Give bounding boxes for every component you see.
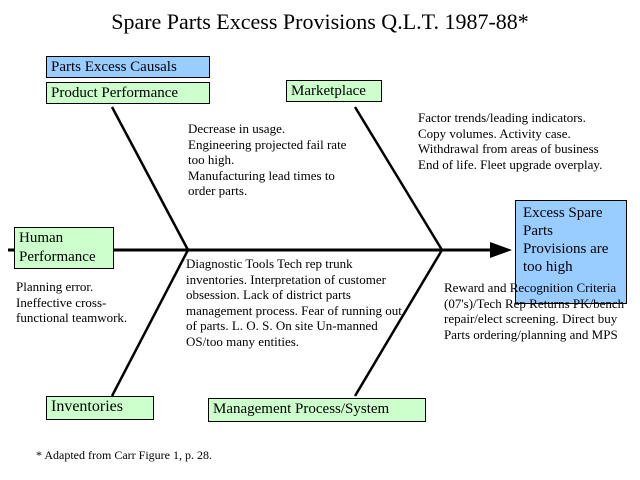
spine-arrowhead: [490, 242, 512, 258]
causes-human-performance: Planning error. Ineffective cross-functi…: [16, 279, 128, 325]
effect-box: Excess Spare Parts Provisions are too hi…: [515, 200, 627, 304]
category-inventories: Inventories: [46, 396, 154, 420]
category-management-process: Management Process/System: [208, 398, 426, 422]
bone-management-process: [353, 249, 444, 397]
header-box-parts-excess-causals: Parts Excess Causals: [46, 56, 210, 78]
diagram-title: Spare Parts Excess Provisions Q.L.T. 198…: [111, 9, 529, 34]
footnote: * Adapted from Carr Figure 1, p. 28.: [36, 448, 212, 462]
causes-product-performance: Decrease in usage. Engineering projected…: [188, 121, 347, 198]
category-marketplace: Marketplace: [286, 80, 382, 102]
causes-inventories: Diagnostic Tools Tech rep trunk inventor…: [186, 256, 402, 349]
category-human-performance: Human Performance: [14, 227, 114, 269]
causes-management-process: Reward and Recognition Criteria (07's)/T…: [444, 280, 625, 342]
bone-product-performance: [110, 106, 190, 251]
bone-inventories: [110, 249, 190, 397]
causes-marketplace: Factor trends/leading indicators. Copy v…: [418, 110, 603, 172]
category-product-performance: Product Performance: [46, 82, 210, 104]
bone-marketplace: [353, 106, 444, 251]
